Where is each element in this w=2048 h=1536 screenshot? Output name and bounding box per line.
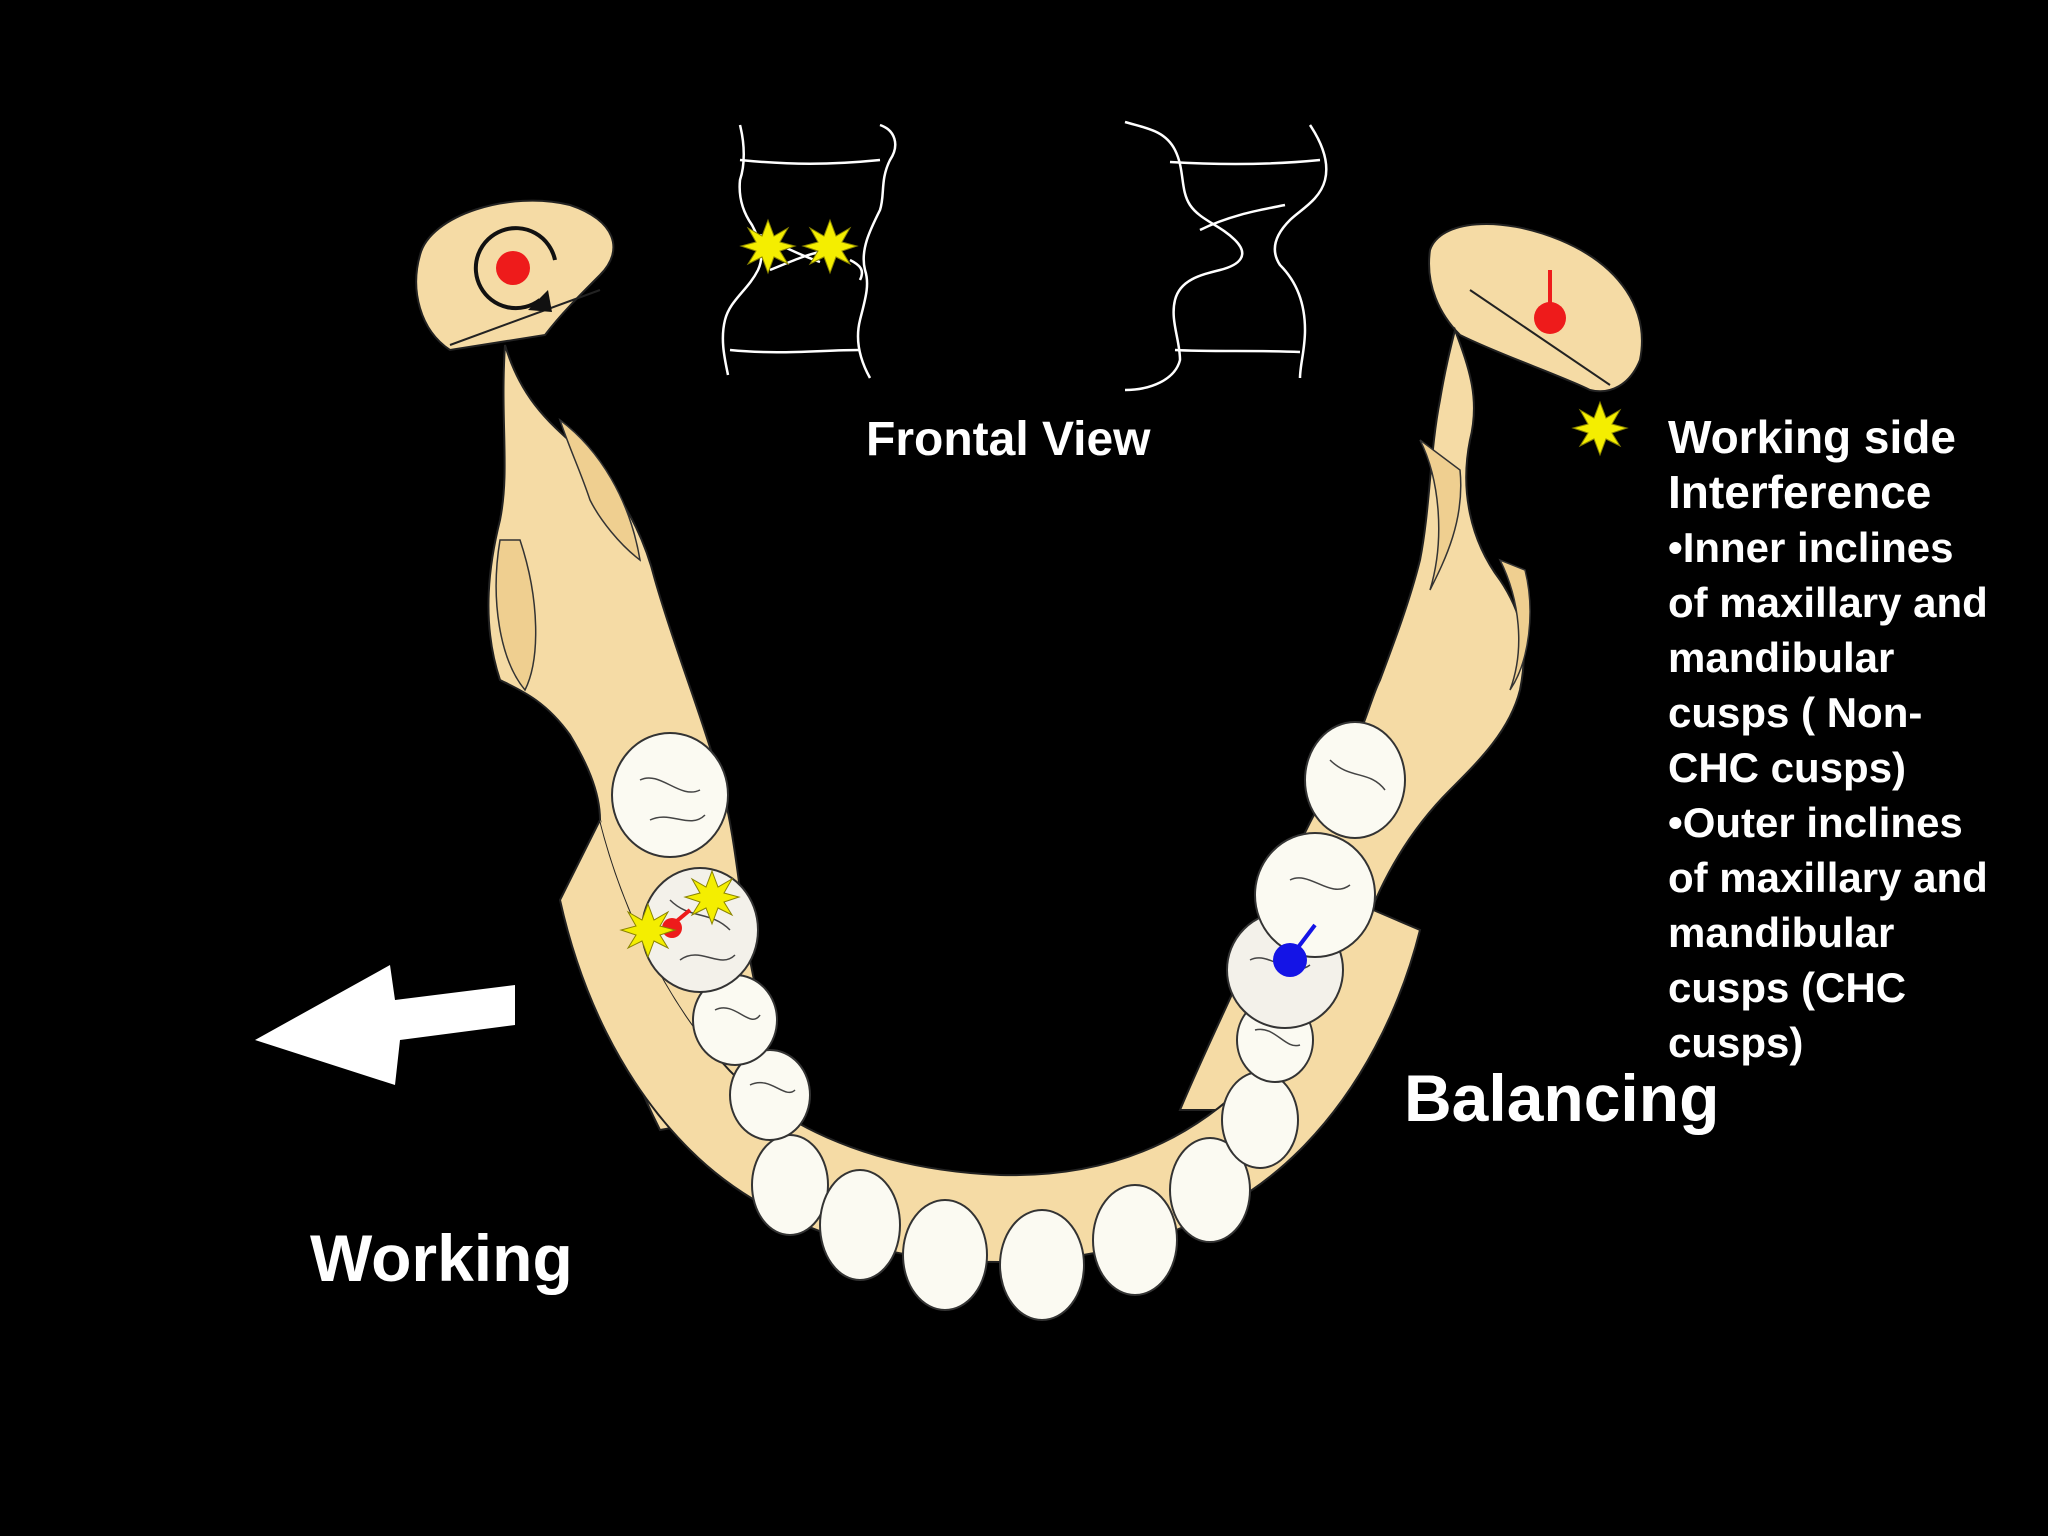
legend-line: Interference: [1668, 466, 1932, 518]
interference-star-icon: [739, 218, 797, 275]
legend-line: of maxillary and: [1668, 579, 1988, 626]
legend-line: •Inner inclines: [1668, 524, 1954, 571]
occlusal-grooves: [639, 759, 1386, 1093]
working-side-label: Working: [310, 1221, 573, 1295]
legend-line: •Outer inclines: [1668, 799, 1963, 846]
working-molar-markers: [620, 870, 740, 958]
legend: Working side Interference •Inner incline…: [1668, 410, 1988, 1070]
working-condyle-rotation: [473, 226, 557, 312]
legend-line: Working side: [1668, 411, 1956, 463]
frontal-view-sketch: [721, 120, 1328, 392]
circular-arrow-icon: [473, 226, 557, 311]
legend-line: cusps ( Non-: [1668, 689, 1923, 736]
interference-star-icon: [1572, 401, 1628, 456]
interference-star-icon: [801, 218, 859, 275]
legend-line: CHC cusps): [1668, 744, 1907, 791]
left-arrow-icon: [255, 965, 515, 1085]
legend-line: of maxillary and: [1668, 854, 1988, 901]
legend-line: cusps): [1668, 1019, 1804, 1066]
right-condyle: [1428, 223, 1643, 393]
teeth: [611, 721, 1406, 1321]
legend-line: mandibular: [1668, 634, 1895, 681]
balancing-condyle-marker: [1534, 270, 1566, 334]
balancing-side-label: Balancing: [1404, 1061, 1720, 1135]
balancing-molar-marker: [1273, 923, 1317, 977]
legend-line: mandibular: [1668, 909, 1895, 956]
frontal-view-label: Frontal View: [866, 413, 1151, 466]
working-condyle-dot: [496, 251, 530, 285]
legend-line: cusps (CHC: [1668, 964, 1907, 1011]
